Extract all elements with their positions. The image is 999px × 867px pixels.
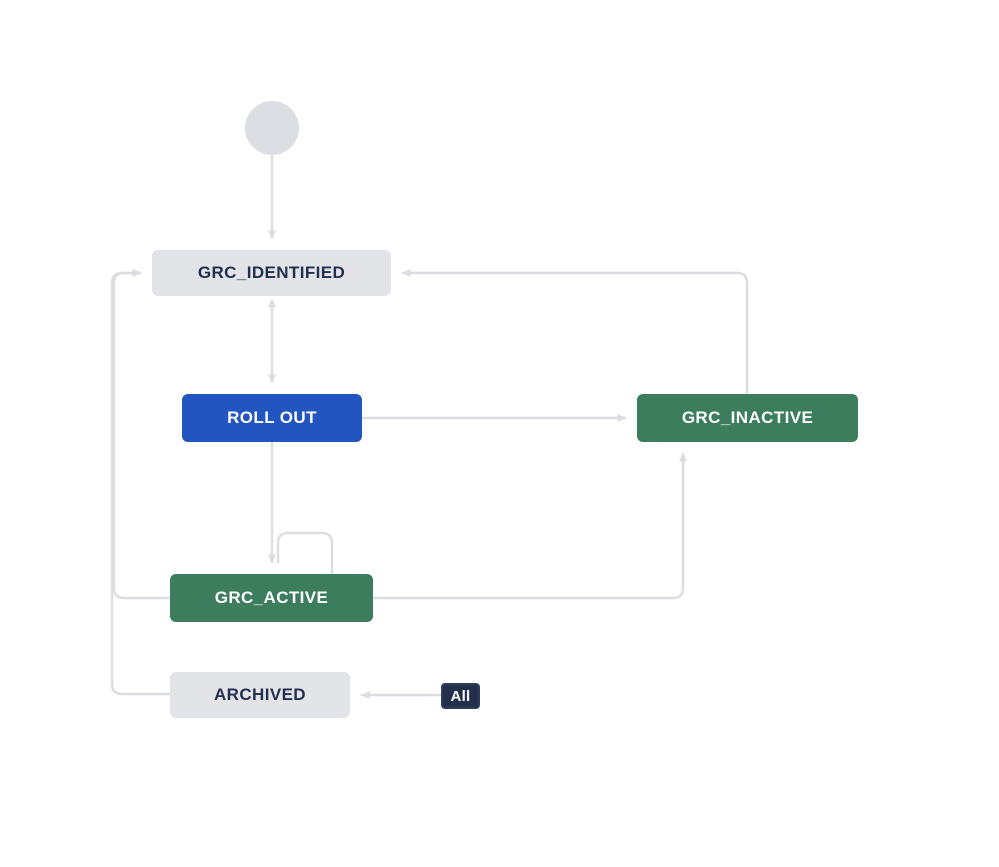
edge-label-all[interactable]: All bbox=[441, 683, 480, 709]
edge-grc-active-self-loop bbox=[276, 531, 334, 574]
node-grc-identified-label: GRC_IDENTIFIED bbox=[197, 263, 346, 282]
start-node[interactable] bbox=[245, 101, 299, 155]
edge-archived-to-grc-identified bbox=[110, 269, 170, 696]
node-grc-identified[interactable]: GRC_IDENTIFIED bbox=[152, 250, 391, 296]
node-roll-out-label: ROLL OUT bbox=[227, 408, 317, 427]
node-roll-out[interactable]: ROLL OUT bbox=[182, 394, 362, 442]
edge-grc-active-to-grc-identified bbox=[112, 269, 170, 600]
node-grc-active[interactable]: GRC_ACTIVE bbox=[170, 574, 373, 622]
edge-grc-active-to-grc-inactive bbox=[373, 452, 687, 600]
node-grc-active-label: GRC_ACTIVE bbox=[214, 588, 329, 607]
node-grc-inactive-label: GRC_INACTIVE bbox=[681, 408, 814, 427]
node-archived[interactable]: ARCHIVED bbox=[170, 672, 350, 718]
edge-label-all-text: All bbox=[450, 687, 471, 705]
node-grc-inactive[interactable]: GRC_INACTIVE bbox=[637, 394, 858, 442]
edge-grc-inactive-to-grc-identified bbox=[401, 269, 749, 394]
node-archived-label: ARCHIVED bbox=[214, 685, 306, 704]
